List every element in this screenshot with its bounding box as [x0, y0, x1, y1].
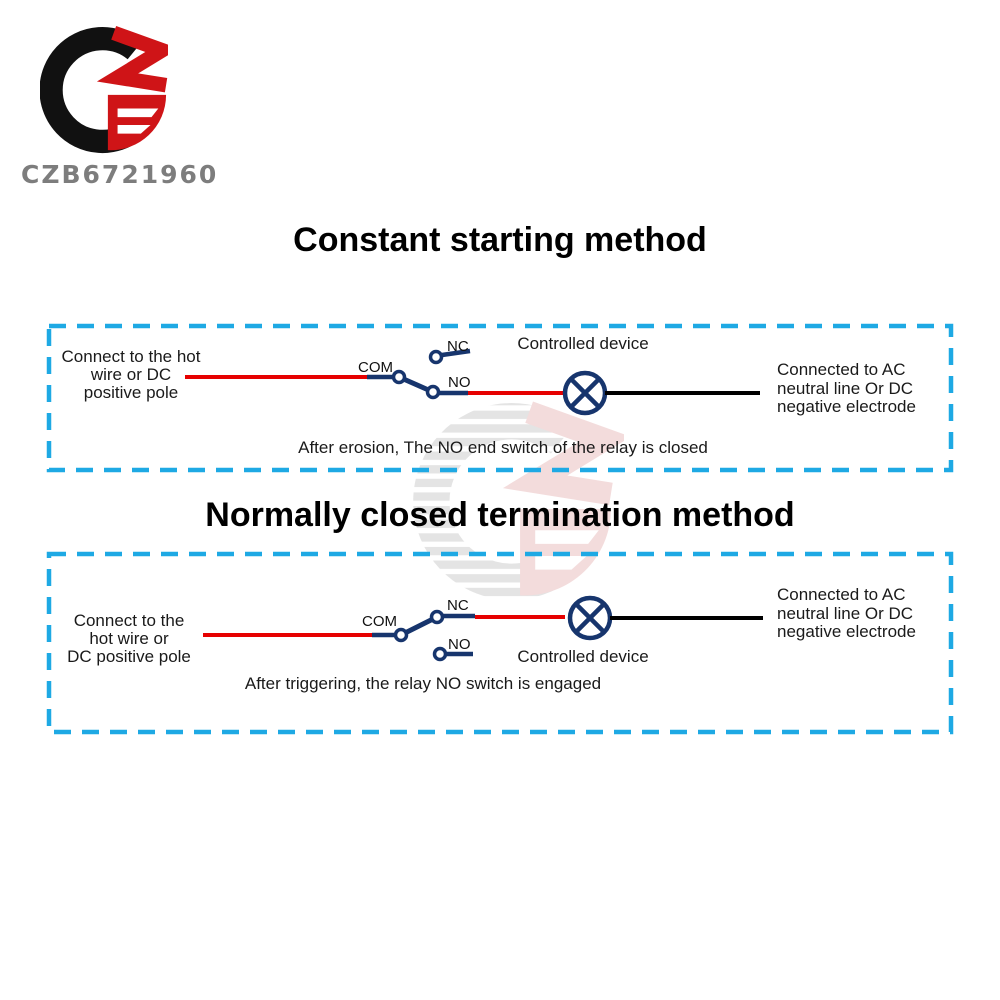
section-title-normally-closed: Normally closed termination method	[205, 496, 795, 534]
nc-label: NC	[447, 338, 469, 355]
no-label: NO	[448, 636, 471, 653]
nc-lead	[441, 348, 471, 358]
brand-logo-icon	[40, 25, 168, 154]
no-terminal	[432, 646, 448, 662]
neutral-label: Connected to AC neutral line Or DC negat…	[777, 360, 916, 416]
com-label: COM	[362, 613, 397, 630]
nc-terminal	[428, 349, 444, 365]
controlled-device-label: Controlled device	[517, 647, 649, 666]
normally-closed-panel: Connect to the hot wire or DC positive p…	[46, 551, 954, 735]
com-terminal	[393, 627, 409, 643]
source-label: Connect to the hot wire or DC positive p…	[67, 611, 191, 666]
logo-c-shape	[40, 27, 143, 154]
lamp-icon	[562, 370, 608, 416]
brand-logo-text: CZB6721960	[21, 160, 219, 189]
nc-label: NC	[447, 597, 469, 614]
constant-starting-panel: Connect to the hot wire or DC positive p…	[46, 323, 954, 473]
dashed-border	[46, 323, 954, 473]
com-label: COM	[358, 359, 393, 376]
logo-b-shape	[107, 94, 167, 151]
lamp-icon	[567, 595, 613, 641]
panel-caption: After erosion, The NO end switch of the …	[298, 438, 708, 457]
circuit-diagram-2	[46, 551, 954, 735]
controlled-device-label: Controlled device	[517, 334, 649, 353]
nc-terminal	[429, 609, 445, 625]
panel-caption: After triggering, the relay NO switch is…	[244, 674, 602, 693]
com-terminal	[391, 369, 407, 385]
dashed-border	[46, 551, 954, 735]
no-label: NO	[448, 374, 471, 391]
logo-z-shape	[96, 25, 168, 93]
source-label: Connect to the hot wire or DC positive p…	[61, 347, 201, 402]
neutral-label: Connected to AC neutral line Or DC negat…	[777, 585, 916, 641]
no-terminal	[425, 384, 441, 400]
circuit-diagram-1	[46, 323, 954, 473]
section-title-constant-starting: Constant starting method	[293, 221, 707, 259]
